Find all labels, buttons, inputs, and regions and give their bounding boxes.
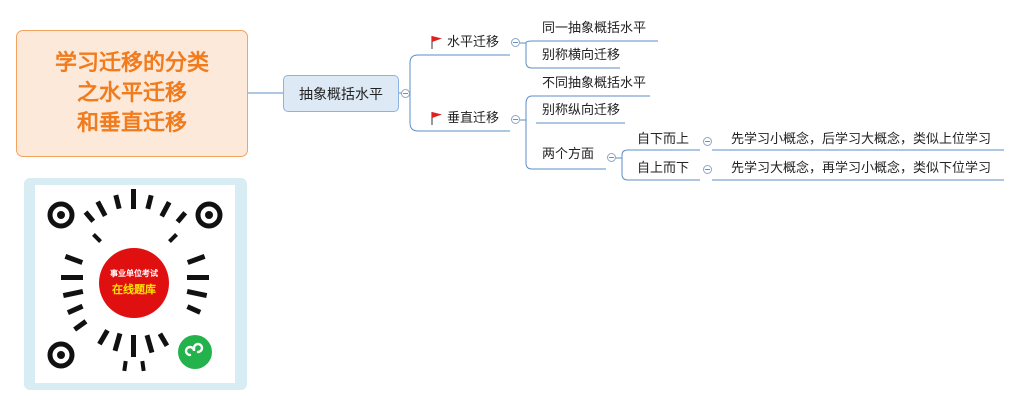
vertical-flag-icon — [431, 112, 442, 125]
aspect-top-down-detail[interactable]: 先学习大概念，再学习小概念，类似下位学习 — [731, 161, 992, 176]
qr-center-badge: 事业单位考试 在线题库 — [99, 248, 169, 318]
aspect-bottom-up-detail[interactable]: 先学习小概念，后学习大概念，类似上位学习 — [731, 132, 992, 147]
root-topic[interactable]: 学习迁移的分类 之水平迁移 和垂直迁移 — [16, 30, 248, 157]
bottom-up-collapse-icon[interactable] — [703, 137, 712, 146]
horizontal-flag-icon — [431, 36, 442, 49]
main-topic[interactable]: 抽象概括水平 — [283, 75, 399, 112]
vertical-child-2[interactable]: 别称纵向迁移 — [542, 103, 621, 118]
root-title-line-1: 学习迁移的分类 — [54, 50, 209, 76]
qr-badge-line-1: 事业单位考试 — [110, 269, 158, 278]
branch-vertical[interactable]: 垂直迁移 — [447, 111, 500, 126]
horizontal-collapse-icon[interactable] — [511, 38, 520, 47]
mini-program-logo-icon — [178, 335, 212, 369]
mini-program-code[interactable]: 事业单位考试 在线题库 — [35, 185, 235, 383]
aspect-bottom-up[interactable]: 自下而上 — [637, 132, 690, 147]
vertical-child-1[interactable]: 不同抽象概括水平 — [542, 76, 647, 91]
vertical-collapse-icon[interactable] — [511, 115, 520, 124]
horizontal-child-1[interactable]: 同一抽象概括水平 — [542, 21, 647, 36]
horizontal-child-2[interactable]: 别称横向迁移 — [542, 48, 621, 63]
top-down-collapse-icon[interactable] — [703, 165, 712, 174]
main-topic-collapse-icon[interactable] — [401, 89, 410, 98]
mini-program-code-card: 事业单位考试 在线题库 — [24, 178, 247, 390]
qr-pattern-icon — [47, 189, 223, 372]
vertical-child-3[interactable]: 两个方面 — [542, 147, 595, 162]
root-title-line-3: 和垂直迁移 — [76, 110, 187, 136]
root-title-line-2: 之水平迁移 — [76, 80, 187, 106]
qr-badge-line-2: 在线题库 — [112, 283, 156, 296]
aspect-top-down[interactable]: 自上而下 — [637, 161, 690, 176]
main-topic-label: 抽象概括水平 — [299, 86, 383, 103]
branch-horizontal[interactable]: 水平迁移 — [447, 35, 500, 50]
aspects-collapse-icon[interactable] — [607, 153, 616, 162]
